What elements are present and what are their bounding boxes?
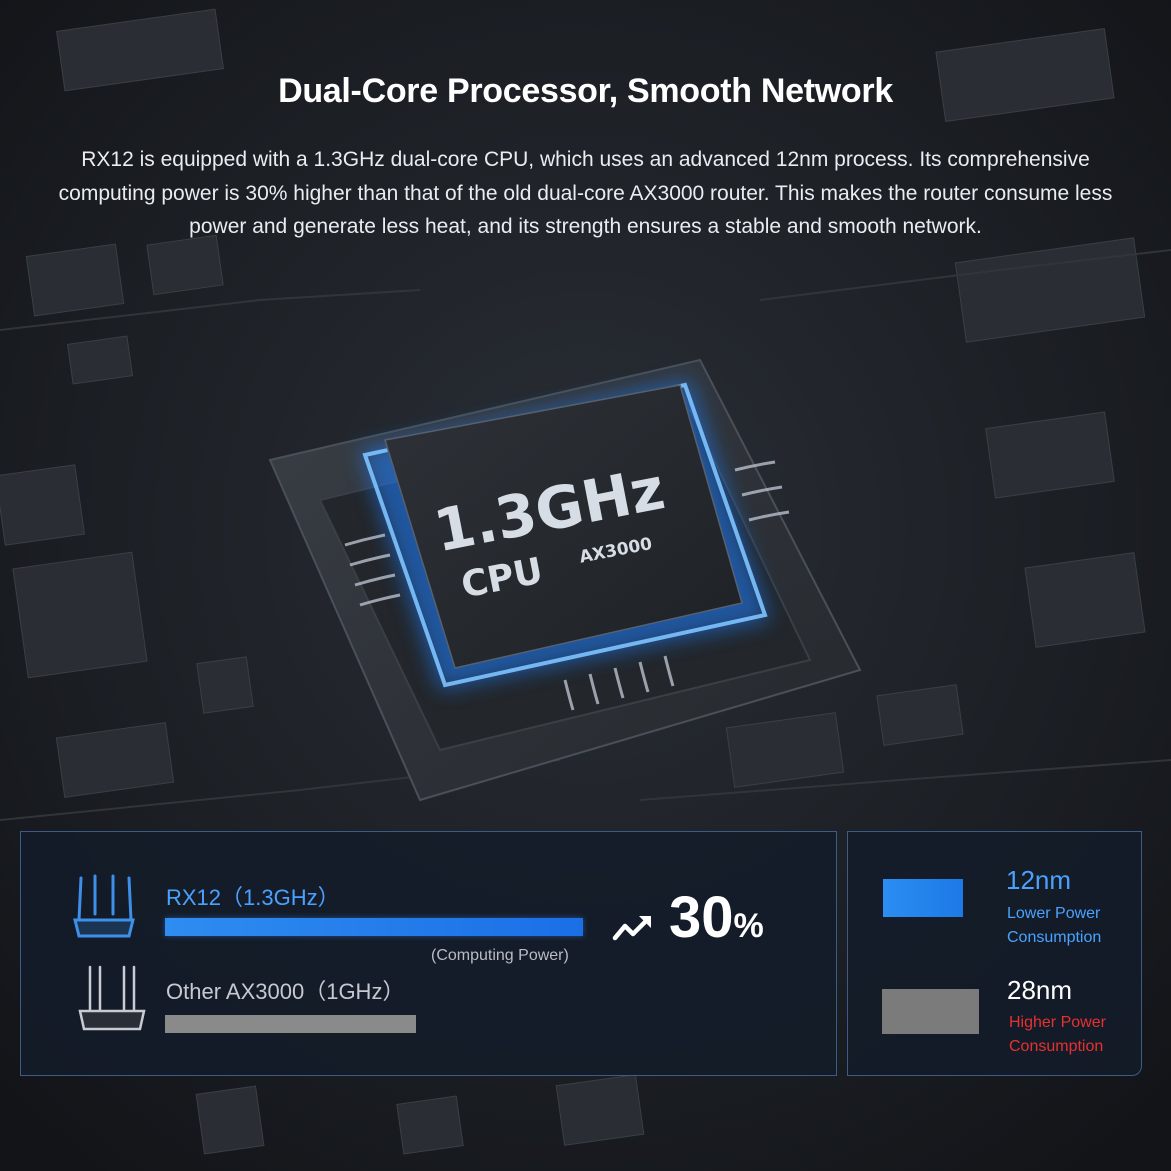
other-power-bar <box>165 1015 416 1033</box>
higher-power-text: Higher Power <box>1009 1014 1106 1031</box>
description-text: RX12 is equipped with a 1.3GHz dual-core… <box>58 148 1113 238</box>
rx12-power-bar <box>165 918 583 936</box>
process-comparison-panel: 12nm Lower Power Consumption 28nm Higher… <box>847 831 1142 1076</box>
page-title: Dual-Core Processor, Smooth Network <box>278 72 893 110</box>
trend-up-arrow-icon <box>612 916 651 941</box>
increase-percent: 30% <box>669 884 764 951</box>
rx12-label: RX12（1.3GHz） <box>166 885 340 910</box>
lower-power-consumption-text: Consumption <box>1007 929 1102 946</box>
computing-power-label: (Computing Power) <box>431 947 569 964</box>
12nm-label: 12nm <box>1006 865 1072 895</box>
router-icon <box>73 874 135 938</box>
lower-power-text: Lower Power <box>1007 905 1101 922</box>
28nm-swatch <box>882 989 979 1034</box>
12nm-swatch <box>883 879 963 917</box>
higher-power-consumption-text: Consumption <box>1009 1038 1104 1055</box>
computing-power-comparison-panel: RX12（1.3GHz） (Computing Power) Other AX3… <box>20 831 837 1076</box>
percent-symbol: % <box>733 907 764 945</box>
other-ax3000-label: Other AX3000（1GHz） <box>166 979 405 1004</box>
28nm-label: 28nm <box>1007 975 1073 1005</box>
router-icon <box>78 965 146 1031</box>
increase-value: 30 <box>669 885 734 950</box>
